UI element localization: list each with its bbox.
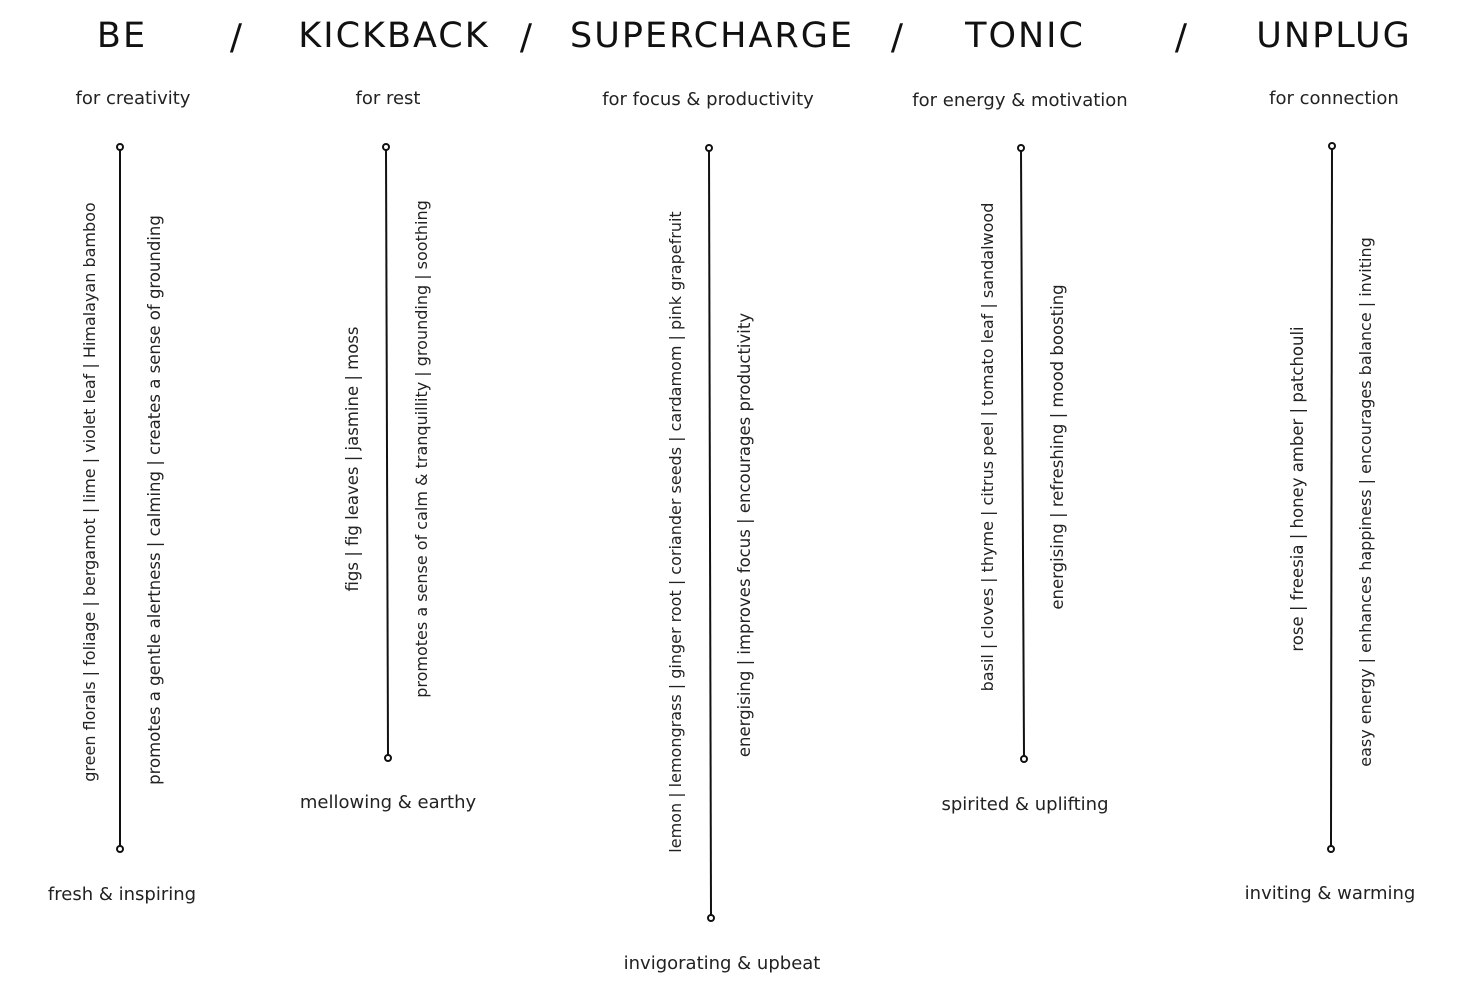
dot-be-bottom — [116, 845, 124, 853]
benefits-supercharge: energising | improves focus | encourages… — [735, 312, 754, 758]
dot-supercharge-top — [705, 144, 713, 152]
dot-tonic-bottom — [1020, 755, 1028, 763]
dot-be-top — [116, 143, 124, 151]
title-tonic: TONIC — [965, 16, 1085, 56]
subtitle-tonic: for energy & motivation — [912, 90, 1128, 111]
benefits-kickback: promotes a sense of calm & tranquillity … — [412, 200, 431, 698]
benefits-unplug: easy energy | enhances happiness | encou… — [1356, 237, 1375, 767]
line-tonic — [1020, 150, 1025, 757]
title-supercharge: SUPERCHARGE — [570, 16, 854, 56]
notes-tonic: basil | cloves | thyme | citrus peel | t… — [978, 202, 997, 692]
notes-unplug: rose | freesia | honey amber | patchouli — [1288, 326, 1307, 652]
title-kickback: KICKBACK — [298, 16, 490, 56]
separator-3: / — [890, 17, 904, 58]
notes-be: green florals | foliage | bergamot | lim… — [80, 202, 99, 782]
notes-kickback: figs | fig leaves | jasmine | moss — [343, 326, 362, 592]
mood-kickback: mellowing & earthy — [299, 792, 477, 813]
dot-supercharge-bottom — [707, 914, 715, 922]
mood-tonic: spirited & uplifting — [941, 794, 1109, 815]
subtitle-supercharge: for focus & productivity — [602, 89, 814, 110]
title-be: BE — [96, 16, 148, 56]
benefits-tonic: energising | refreshing | mood boosting — [1048, 284, 1067, 610]
separator-4: / — [1174, 17, 1188, 58]
subtitle-kickback: for rest — [355, 88, 421, 109]
benefits-be: promotes a gentle alertness | calming | … — [145, 215, 164, 785]
dot-unplug-bottom — [1327, 845, 1335, 853]
title-unplug: UNPLUG — [1256, 16, 1412, 56]
line-kickback — [385, 149, 389, 756]
mood-supercharge: invigorating & upbeat — [623, 953, 821, 974]
dot-unplug-top — [1328, 142, 1336, 150]
line-supercharge — [708, 150, 712, 916]
dot-tonic-top — [1017, 144, 1025, 152]
subtitle-be: for creativity — [75, 88, 191, 109]
mood-unplug: inviting & warming — [1244, 883, 1416, 904]
line-unplug — [1330, 148, 1333, 847]
dot-kickback-bottom — [384, 754, 392, 762]
notes-supercharge: lemon | lemongrass | ginger root | coria… — [666, 211, 685, 853]
mood-be: fresh & inspiring — [47, 884, 197, 905]
separator-1: / — [229, 17, 243, 58]
subtitle-unplug: for connection — [1269, 88, 1399, 109]
separator-2: / — [519, 17, 533, 58]
dot-kickback-top — [382, 143, 390, 151]
